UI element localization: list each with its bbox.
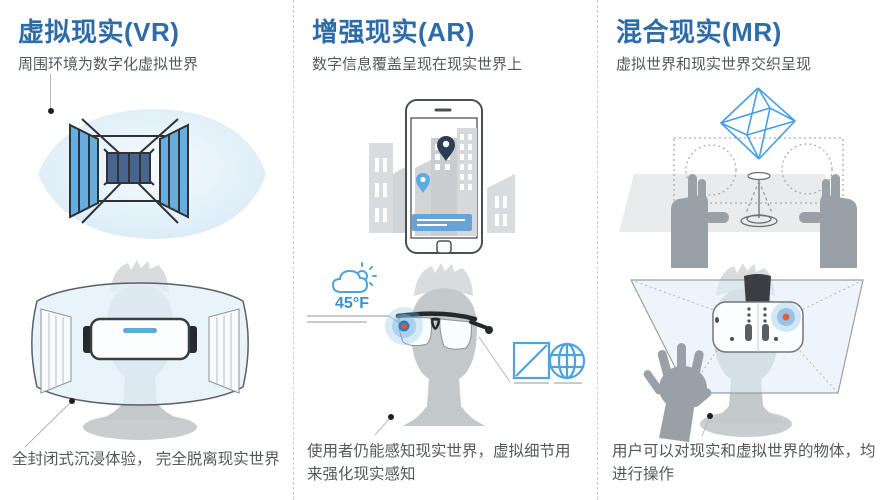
vr-callout-line <box>50 74 51 110</box>
ar-caption: 使用者仍能感知现实世界，虚拟细节用来强化现实感知 <box>307 443 571 483</box>
mr-notification-glow <box>771 302 801 332</box>
mr-caption-callout-dot <box>707 413 713 419</box>
mr-title: 混合现实(MR) <box>616 17 782 47</box>
shoulders <box>83 414 197 440</box>
mr-caption: 用户可以对现实和虚拟世界的物体，均进行操作 <box>612 443 876 483</box>
vr-person-illustration <box>24 260 249 448</box>
wireframe-octahedron <box>720 87 796 160</box>
ar-person-illustration: 45°F <box>307 262 586 436</box>
weather-temp-label: 45°F <box>335 295 369 312</box>
mr-caption-callout-line <box>701 415 711 437</box>
location-pin-dark-icon <box>437 136 455 161</box>
perspective-tunnel <box>69 118 189 224</box>
ar-caption-callout-line <box>374 416 392 436</box>
vr-headset <box>83 317 197 361</box>
info-card <box>412 214 472 231</box>
smartphone <box>405 99 483 254</box>
hologram-hands-illustration <box>619 87 857 268</box>
ar-caption-callout-dot <box>388 414 394 420</box>
phone-home-button <box>436 240 452 254</box>
vr-subtitle: 周围环境为数字化虚拟世界 <box>18 56 199 73</box>
headset-strap <box>744 274 771 306</box>
ar-title: 增强现实(AR) <box>312 17 475 47</box>
ar-notification-glow <box>385 307 423 345</box>
vr-title: 虚拟现实(VR) <box>18 17 180 47</box>
interacting-hand <box>643 343 712 442</box>
hologram-stand <box>740 171 778 228</box>
smartphone-city-illustration <box>369 99 515 254</box>
globe-icon <box>548 342 586 380</box>
weather-cloud-icon <box>331 262 377 293</box>
column-vr: 虚拟现实(VR) 周围环境为数字化虚拟世界 <box>0 0 293 500</box>
icons-connector-line <box>478 336 511 383</box>
column-mr: 混合现实(MR) 虚拟世界和现实世界交织呈现 <box>597 0 889 500</box>
mr-subtitle: 虚拟世界和现实世界交织呈现 <box>616 56 812 73</box>
image-icon <box>512 341 551 380</box>
mr-person-illustration <box>630 263 864 442</box>
location-pin-blue-icon <box>416 173 430 193</box>
vr-tunnel-illustration <box>38 109 266 239</box>
ar-subtitle: 数字信息覆盖呈现在现实世界上 <box>312 56 523 73</box>
fov-dotted-lines <box>630 279 864 394</box>
vr-callout-dot <box>48 108 54 114</box>
left-hand <box>671 174 729 268</box>
column-ar: 增强现实(AR) 数字信息覆盖呈现在现实世界上 <box>293 0 597 500</box>
vr-caption-callout-line <box>24 400 73 448</box>
viewer-frame-dotted <box>673 137 844 204</box>
vr-caption: 全封闭式沉浸体验， 完全脱离现实世界 <box>12 451 280 468</box>
vr-caption-callout-dot <box>69 398 75 404</box>
right-hand <box>799 174 857 268</box>
weather-text-lines <box>307 315 389 323</box>
